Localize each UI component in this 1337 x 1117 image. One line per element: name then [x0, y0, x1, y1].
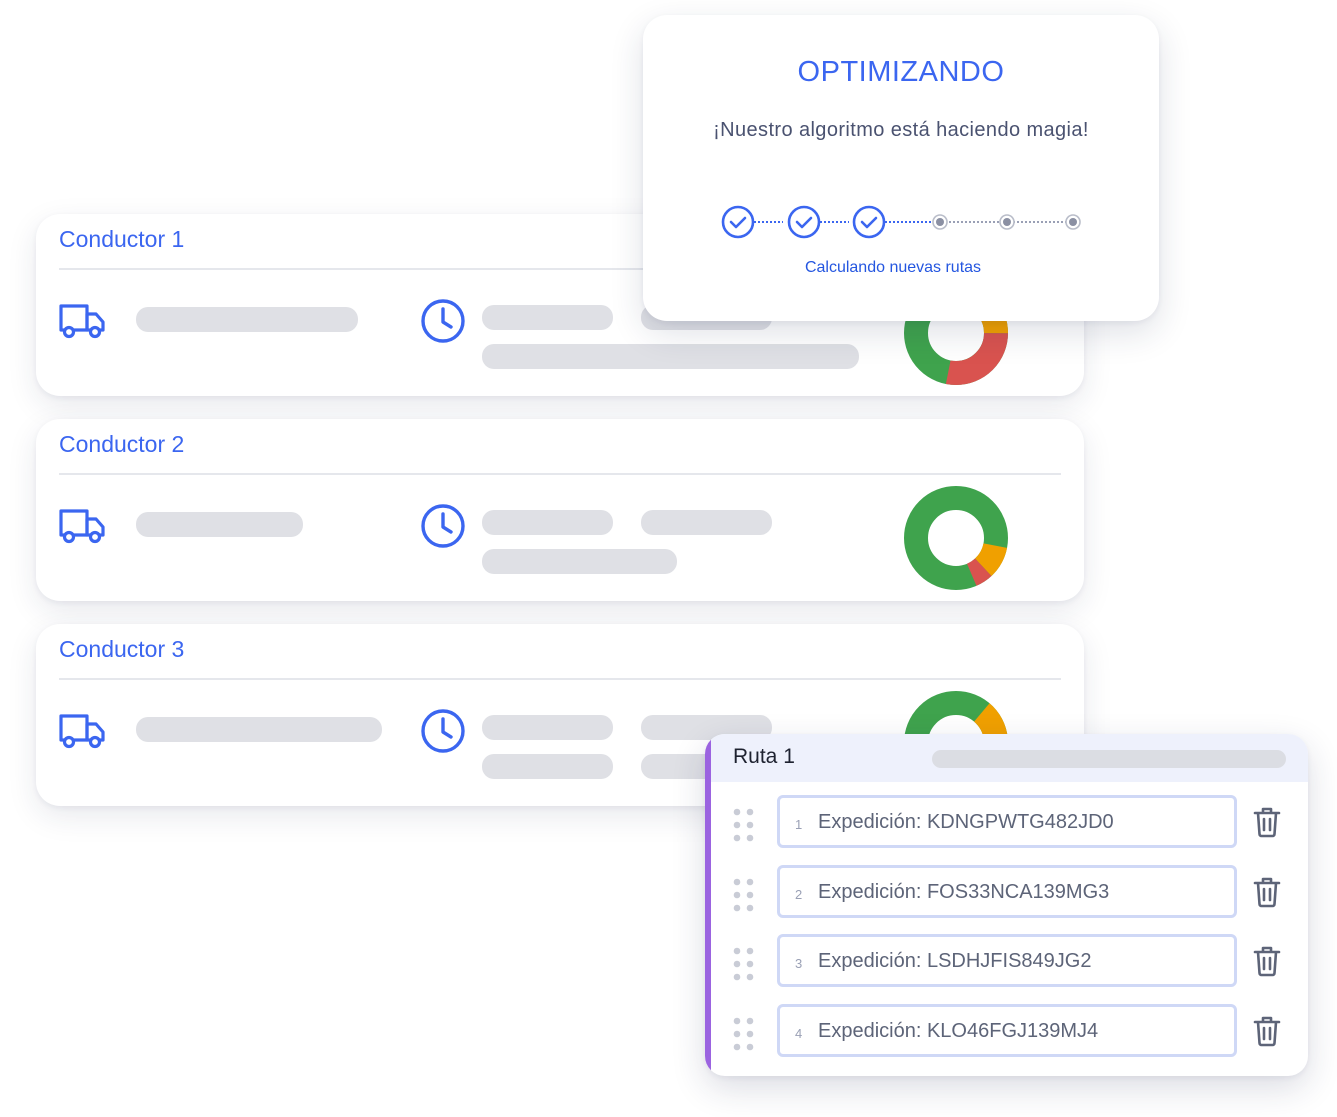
- placeholder-bar: [482, 510, 613, 535]
- trash-icon[interactable]: [1253, 1015, 1281, 1047]
- trash-icon[interactable]: [1253, 876, 1281, 908]
- shipment-label: Expedición: KDNGPWTG482JD0: [818, 811, 1114, 833]
- list-item[interactable]: 1 Expedición: KDNGPWTG482JD0: [705, 795, 1308, 853]
- placeholder-bar: [482, 549, 677, 574]
- dialog-title: OPTIMIZANDO: [797, 56, 1005, 88]
- placeholder-bar: [932, 750, 1286, 768]
- optimizing-dialog: OPTIMIZANDO ¡Nuestro algoritmo está haci…: [643, 15, 1159, 321]
- item-index: 1: [795, 817, 803, 832]
- step-pending-dot: [999, 214, 1015, 230]
- status-text: Calculando nuevas rutas: [804, 259, 982, 276]
- placeholder-bar: [136, 307, 358, 332]
- drag-handle-icon[interactable]: [732, 946, 756, 982]
- placeholder-bar: [136, 717, 382, 742]
- shipment-label: Expedición: LSDHJFIS849JG2: [818, 950, 1092, 972]
- divider: [59, 473, 1061, 475]
- list-item[interactable]: 2 Expedición: FOS33NCA139MG3: [705, 865, 1308, 923]
- placeholder-bar: [136, 512, 303, 537]
- driver-title: Conductor 3: [59, 636, 185, 662]
- placeholder-bar: [482, 344, 859, 369]
- driver-title: Conductor 1: [59, 226, 185, 252]
- shipment-label: Expedición: KLO46FGJ139MJ4: [818, 1020, 1099, 1042]
- truck-icon: [59, 509, 105, 544]
- shipment-field[interactable]: 2 Expedición: FOS33NCA139MG3: [777, 865, 1237, 918]
- item-index: 3: [795, 956, 803, 971]
- item-index: 2: [795, 887, 803, 902]
- shipment-field[interactable]: 4 Expedición: KLO46FGJ139MJ4: [777, 1004, 1237, 1057]
- route-title: Ruta 1: [733, 745, 795, 768]
- drag-handle-icon[interactable]: [732, 877, 756, 913]
- dialog-subtitle: ¡Nuestro algoritmo está haciendo magia!: [713, 119, 1089, 141]
- list-item[interactable]: 4 Expedición: KLO46FGJ139MJ4: [705, 1004, 1308, 1062]
- drag-handle-icon[interactable]: [732, 807, 756, 843]
- trash-icon[interactable]: [1253, 945, 1281, 977]
- clock-icon: [421, 709, 465, 753]
- step-pending-dot: [932, 214, 948, 230]
- placeholder-bar: [482, 754, 613, 779]
- trash-icon[interactable]: [1253, 806, 1281, 838]
- shipment-field[interactable]: 1 Expedición: KDNGPWTG482JD0: [777, 795, 1237, 848]
- step-check-icon: [721, 205, 755, 239]
- divider: [59, 268, 1061, 270]
- truck-icon: [59, 304, 105, 339]
- shipment-field[interactable]: 3 Expedición: LSDHJFIS849JG2: [777, 934, 1237, 987]
- truck-icon: [59, 714, 105, 749]
- clock-icon: [421, 299, 465, 343]
- step-check-icon: [787, 205, 821, 239]
- progress-stepper: [721, 205, 1081, 239]
- item-index: 4: [795, 1026, 803, 1041]
- clock-icon: [421, 504, 465, 548]
- step-pending-dot: [1065, 214, 1081, 230]
- driver-title: Conductor 2: [59, 431, 185, 457]
- placeholder-bar: [641, 510, 772, 535]
- driver-card-3[interactable]: Conductor 3: [36, 624, 1084, 806]
- divider: [59, 678, 1061, 680]
- placeholder-bar: [482, 715, 613, 740]
- route-accent-bar: [705, 734, 711, 1076]
- drag-handle-icon[interactable]: [732, 1016, 756, 1052]
- route-panel: Ruta 1 1 Expedición: KDNGPWTG482JD0 2 Ex…: [705, 734, 1308, 1076]
- step-check-icon: [852, 205, 886, 239]
- shipment-label: Expedición: FOS33NCA139MG3: [818, 881, 1110, 903]
- donut-chart: [904, 486, 1008, 590]
- route-header: Ruta 1: [711, 734, 1308, 782]
- driver-card-2[interactable]: Conductor 2: [36, 419, 1084, 601]
- list-item[interactable]: 3 Expedición: LSDHJFIS849JG2: [705, 934, 1308, 992]
- placeholder-bar: [482, 305, 613, 330]
